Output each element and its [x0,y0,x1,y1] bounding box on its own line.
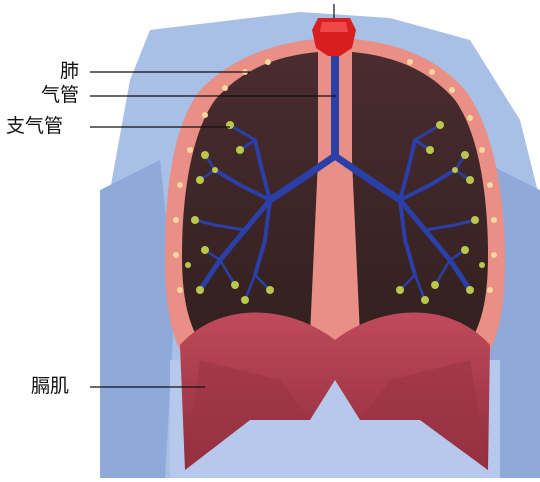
lung-label: 肺 [60,62,79,81]
bronchus-label: 支气管 [6,117,63,136]
mediastinum [310,160,360,335]
larynx-highlight [320,22,348,32]
shoulder-left [100,160,175,478]
trachea-tube [331,56,339,156]
diaphragm-label: 膈肌 [31,377,69,396]
trachea-label: 气管 [41,86,79,105]
